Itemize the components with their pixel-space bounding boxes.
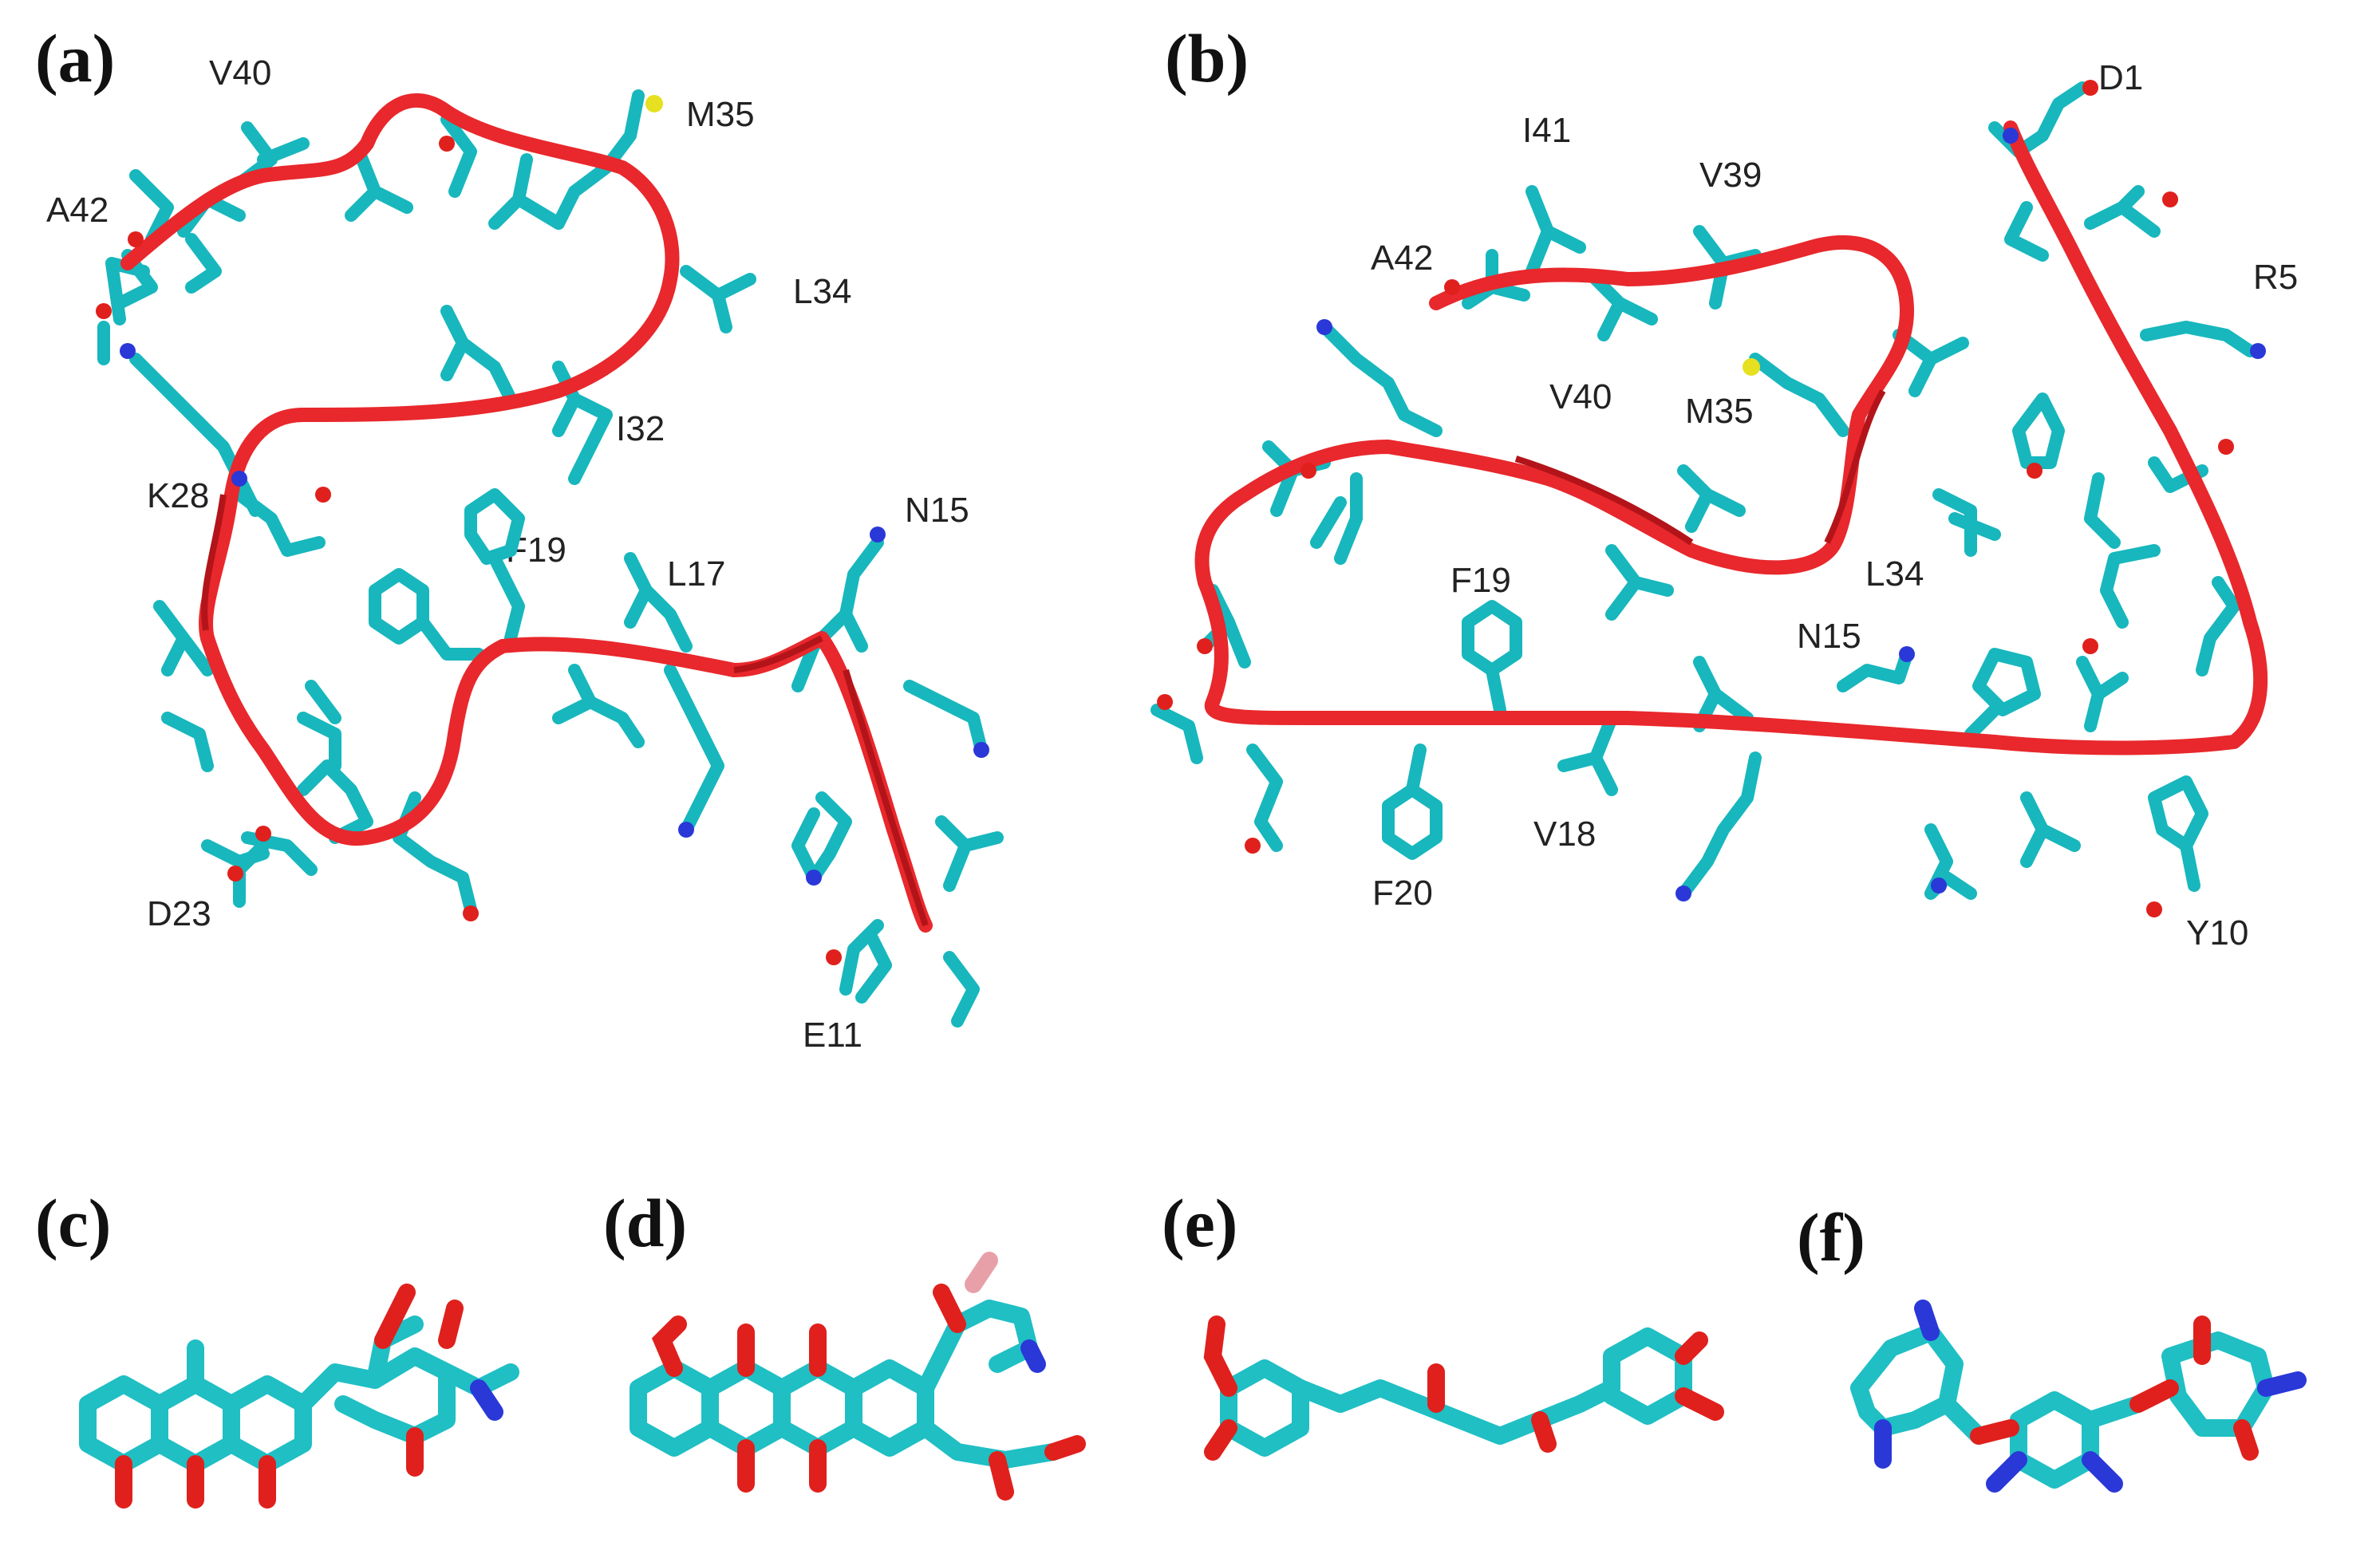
residue-label-i41-b: I41 (1522, 111, 1572, 150)
panel-label-c: (c) (35, 1185, 112, 1261)
ligand-f (1850, 1300, 2307, 1493)
residue-label-l34-b: L34 (1865, 554, 1924, 594)
residue-label-l17-a: L17 (667, 554, 726, 594)
residue-label-v39-b: V39 (1699, 156, 1762, 195)
panel-b-sidechains (1151, 81, 2256, 900)
panel-a-peptide (96, 89, 1004, 1028)
panel-b-atoms (1157, 80, 2266, 917)
ligand-c (79, 1284, 519, 1509)
residue-label-y10-b: Y10 (2186, 913, 2249, 953)
panel-label-f: (f) (1797, 1199, 1865, 1276)
residue-label-a42-b: A42 (1371, 239, 1434, 278)
panel-b-peptide (1151, 80, 2268, 917)
panel-b-ribbon (1194, 120, 2268, 755)
residue-label-e11-a: E11 (803, 1016, 863, 1055)
residue-label-m35-b: M35 (1685, 392, 1754, 431)
residue-label-f19-b: F19 (1450, 561, 1511, 600)
residue-label-v40-a: V40 (209, 53, 272, 93)
panel-a-atoms (96, 95, 989, 965)
residue-label-n15-b: N15 (1797, 617, 1861, 656)
residue-label-v18-b: V18 (1533, 815, 1597, 854)
residue-label-l34-a: L34 (793, 272, 852, 311)
residue-label-d1-b: D1 (2098, 58, 2144, 97)
panel-a-ribbon (120, 93, 933, 933)
panel-label-b: (b) (1165, 20, 1249, 97)
panel-label-e: (e) (1162, 1185, 1238, 1261)
residue-label-f20-b: F20 (1372, 874, 1433, 913)
residue-label-d23-a: D23 (147, 894, 211, 933)
panel-label-d: (d) (603, 1185, 688, 1261)
residue-label-m35-a: M35 (686, 95, 755, 134)
ligand-d (630, 1252, 1086, 1501)
residue-label-r5-b: R5 (2253, 258, 2299, 297)
residue-label-a42-a: A42 (46, 191, 109, 230)
panel-label-a: (a) (35, 20, 116, 97)
residue-label-v40-b: V40 (1549, 377, 1612, 416)
ligand-e (1203, 1315, 1724, 1461)
residue-label-n15-a: N15 (905, 491, 969, 530)
panel-a-sidechains (97, 89, 1004, 1028)
residue-label-i32-a: I32 (616, 409, 665, 448)
residue-label-k28-a: K28 (147, 476, 210, 515)
